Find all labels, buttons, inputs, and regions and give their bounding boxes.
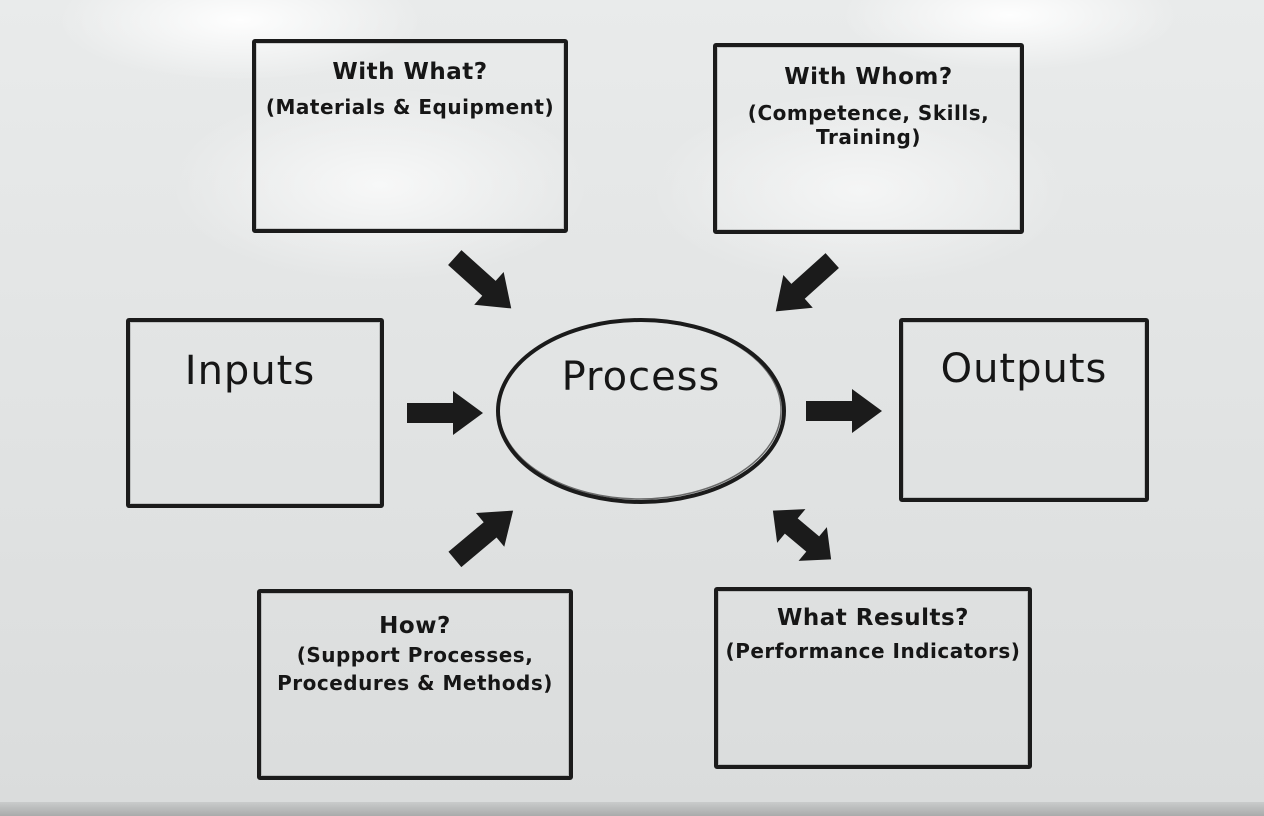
arrow-with-whom-to-process — [761, 244, 847, 328]
outputs-box: Outputs — [899, 318, 1149, 502]
with-what-box: With What? (Materials & Equipment) — [252, 39, 568, 233]
process-ellipse — [496, 318, 786, 504]
arrow-results-double — [772, 509, 832, 561]
arrow-how-to-process — [440, 493, 528, 577]
with-what-subtitle: (Materials & Equipment) — [265, 95, 555, 119]
how-box: How? (Support Processes, Procedures & Me… — [257, 589, 573, 780]
with-whom-box: With Whom? (Competence, Skills, Training… — [713, 43, 1024, 234]
outputs-title: Outputs — [940, 346, 1108, 392]
what-results-subtitle: (Performance Indicators) — [725, 639, 1021, 663]
arrow-process-to-outputs — [806, 389, 882, 433]
process-title: Process — [561, 354, 721, 400]
how-line2: (Support Processes, — [296, 643, 534, 667]
inputs-title: Inputs — [184, 348, 316, 394]
with-what-title: With What? — [332, 59, 488, 85]
what-results-title: What Results? — [776, 605, 970, 631]
what-results-box: What Results? (Performance Indicators) — [714, 587, 1032, 769]
how-line3: Procedures & Methods) — [277, 671, 553, 695]
with-whom-title: With Whom? — [784, 64, 953, 90]
inputs-box: Inputs — [126, 318, 384, 508]
arrow-inputs-to-process — [407, 391, 483, 435]
how-title: How? — [379, 613, 451, 639]
arrow-with-what-to-process — [440, 241, 526, 325]
with-whom-subtitle: (Competence, Skills, Training) — [747, 101, 990, 149]
